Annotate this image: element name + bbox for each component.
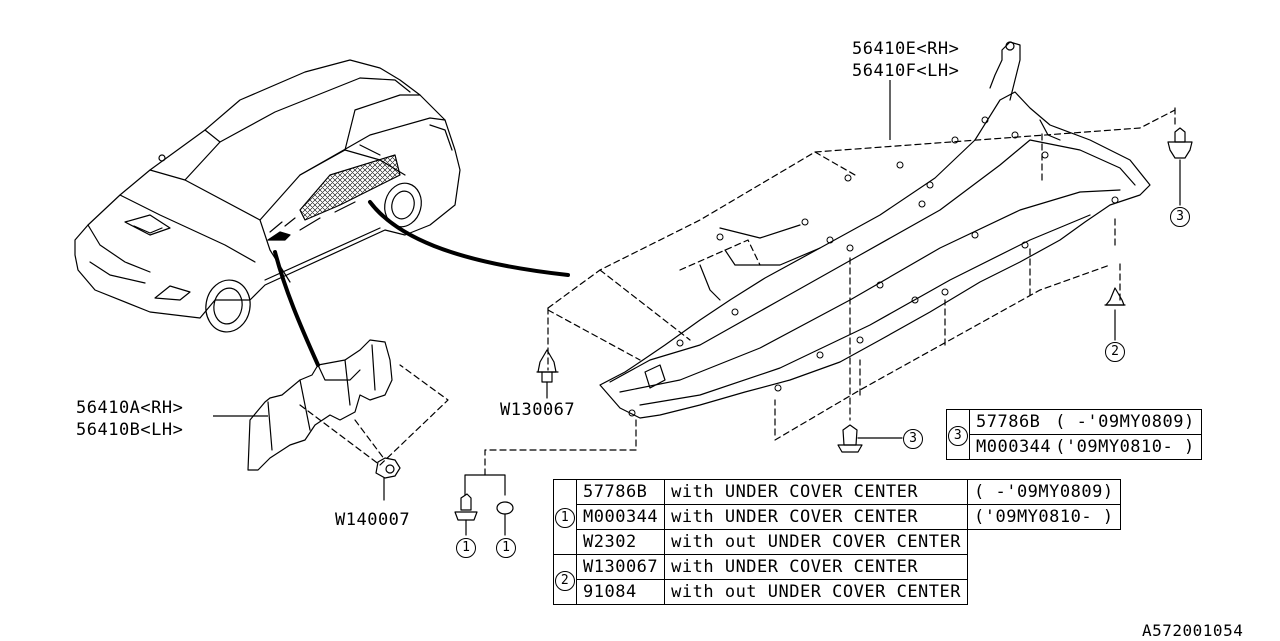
clip-ref1-push <box>454 493 478 536</box>
ref3-part-2: M000344 <box>969 434 1054 460</box>
ref1-index-cell: 1 <box>553 479 577 555</box>
front-side-cover <box>247 339 393 471</box>
clip-ref2-right <box>1104 287 1126 341</box>
diagram-id: A572001054 <box>1142 621 1244 640</box>
ref2-index: 2 <box>555 570 575 591</box>
ref1-desc-1: with UNDER COVER CENTER <box>664 479 968 505</box>
ref3-range-2: ('09MY0810- ) <box>1053 434 1202 460</box>
empty-cell <box>967 554 1121 580</box>
clip-ref3-right <box>1167 127 1193 206</box>
callout-1-right: 1 <box>496 538 516 558</box>
ref1-part-3: W2302 <box>575 529 666 555</box>
ref1-index: 1 <box>555 508 575 528</box>
table-row: 91084 with out UNDER COVER CENTER <box>554 579 1121 605</box>
ref1-range-1: ( -'09MY0809) <box>967 479 1121 505</box>
screw-w140007 <box>375 457 401 501</box>
ref2-desc-1: with UNDER COVER CENTER <box>664 554 968 580</box>
ref1-leader <box>464 419 637 496</box>
table-row: M000344 with UNDER COVER CENTER ('09MY08… <box>554 504 1121 530</box>
front-cover-dashed-outline <box>299 364 449 466</box>
leader-line-front <box>273 250 320 367</box>
ref3-index: 3 <box>948 425 968 446</box>
ref2-index-cell: 2 <box>553 554 577 605</box>
empty-cell <box>967 529 1121 555</box>
callout-1-left: 1 <box>456 538 476 558</box>
ref1-desc-2: with UNDER COVER CENTER <box>664 504 968 530</box>
ref3-part-1: 57786B <box>969 409 1054 435</box>
table-row: M000344 ('09MY0810- ) <box>947 434 1202 460</box>
clip-ref3-bottom <box>837 424 903 453</box>
clip-ref1-plug <box>496 501 514 536</box>
part-label-w130067: W130067 <box>500 400 576 420</box>
main-cover-dashed-outline <box>547 107 1176 441</box>
ref2-part-2: 91084 <box>575 579 666 605</box>
leader-line-rear <box>368 200 570 277</box>
part-label-56410a: 56410A<RH> <box>76 398 184 418</box>
part-label-56410f: 56410F<LH> <box>852 61 960 81</box>
part-label-56410e: 56410E<RH> <box>852 39 960 59</box>
empty-cell <box>967 579 1121 605</box>
main-under-cover <box>599 41 1151 419</box>
ref1-part-1: 57786B <box>575 479 666 505</box>
ref3-table: 3 57786B ( -'09MY0809) M000344 ('09MY081… <box>946 409 1202 460</box>
ref1-part-2: M000344 <box>575 504 666 530</box>
clip-w130067 <box>536 349 559 399</box>
callout-3-right: 3 <box>1170 207 1190 227</box>
table-row: W2302 with out UNDER COVER CENTER <box>554 529 1121 555</box>
part-label-56410b: 56410B<LH> <box>76 420 184 440</box>
ref1-range-2: ('09MY0810- ) <box>967 504 1121 530</box>
ref1-desc-3: with out UNDER COVER CENTER <box>664 529 968 555</box>
ref2-desc-2: with out UNDER COVER CENTER <box>664 579 968 605</box>
callout-3-bottom: 3 <box>903 429 923 449</box>
car-illustration <box>74 59 461 333</box>
callout-2-right: 2 <box>1105 342 1125 362</box>
ref2-part-1: W130067 <box>575 554 666 580</box>
part-label-w140007: W140007 <box>335 510 411 530</box>
table-row: 3 57786B ( -'09MY0809) <box>946 409 1202 460</box>
ref3-index-cell: 3 <box>946 409 970 460</box>
ref1-ref2-table: 1 57786B with UNDER COVER CENTER ( -'09M… <box>553 479 1121 605</box>
table-row: 2 W130067 with UNDER COVER CENTER <box>553 554 1121 605</box>
ref3-range-1: ( -'09MY0809) <box>1053 409 1202 435</box>
table-row: 1 57786B with UNDER COVER CENTER ( -'09M… <box>553 479 1121 555</box>
